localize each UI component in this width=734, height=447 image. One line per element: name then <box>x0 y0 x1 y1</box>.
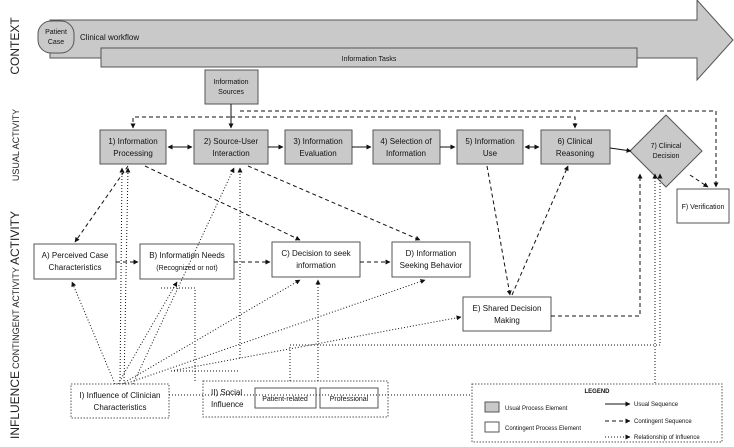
top-loop-to-verification <box>240 110 719 188</box>
clinical-workflow-arrow <box>49 0 734 82</box>
a-label-1: A) Perceived Case <box>42 251 109 260</box>
social-to-b-connector <box>160 287 196 381</box>
clinician-label-1: I) Influence of Clinician <box>80 391 161 400</box>
patient-case-label-2: Case <box>48 39 64 46</box>
information-tasks-bar <box>100 47 638 68</box>
verification-box <box>676 188 730 224</box>
step6-label-2: Reasoning <box>556 149 594 158</box>
step2-label-2: Interaction <box>212 149 249 158</box>
information-tasks-label: Information Tasks <box>342 56 397 63</box>
contingent-sequence-arrows <box>74 110 719 317</box>
a-label-2: Characteristics <box>49 263 102 272</box>
side-label-activity: ACTIVITY <box>8 211 22 265</box>
step7-clinical-decision-diamond <box>629 114 703 188</box>
step2-to-d <box>247 165 421 241</box>
information-sources-box <box>204 69 259 105</box>
professional-label: Professional <box>330 396 369 403</box>
clinician-to-step2 <box>132 167 235 385</box>
legend-contingent-sequence-label: Contingent Sequence <box>634 419 692 425</box>
information-sources-label-2: Sources <box>218 89 244 96</box>
legend-influence-label: Relationship of Influence <box>634 435 700 441</box>
verification-label: F) Verification <box>682 204 725 211</box>
patient-case-label-1: Patient <box>45 29 67 36</box>
legend-title: LEGEND <box>584 389 610 395</box>
clinician-to-c <box>121 279 301 385</box>
step5-to-e <box>486 165 512 296</box>
legend-usual-swatch <box>484 401 500 413</box>
usual-sequence-arrows <box>167 104 632 153</box>
social-to-decision <box>289 173 663 381</box>
side-label-context: CONTEXT <box>8 17 22 75</box>
e-to-decision <box>551 173 643 317</box>
clinician-to-e <box>170 315 462 372</box>
clinician-to-step1-a <box>119 167 125 385</box>
b-label-2: (Recognized or not) <box>156 265 217 272</box>
side-label-usual-activity: USUAL ACTIVITY <box>11 109 21 181</box>
social-label-2: Influence <box>211 400 244 409</box>
step7-label-2: Decision <box>653 153 680 160</box>
e-label-1: E) Shared Decision <box>473 304 542 313</box>
clinician-to-a <box>71 281 116 385</box>
step6-label-1: 6) Clinical <box>557 137 592 146</box>
b-label-1: B) Information Needs <box>149 251 225 260</box>
step1-label-2: Processing <box>113 149 153 158</box>
patient-case-box <box>37 20 75 54</box>
e-label-2: Making <box>494 316 520 325</box>
step5-information-use-box <box>456 129 524 165</box>
legend-box <box>471 383 723 443</box>
step4-selection-of-information-box <box>372 129 441 165</box>
legend-contingent-swatch <box>484 421 500 433</box>
patient-related-label: Patient-related <box>262 396 308 403</box>
c-label-2: information <box>296 261 336 270</box>
step3-label-1: 3) Information <box>293 137 342 146</box>
c-decision-to-seek-information-box <box>271 241 361 278</box>
d-label-2: Seeking Behavior <box>400 261 463 270</box>
step5-label-2: Use <box>483 149 498 158</box>
d-label-1: D) Information <box>406 249 457 258</box>
side-label-influence: INFLUENCE <box>8 371 22 439</box>
step6-clinical-reasoning-box <box>540 129 611 165</box>
step3-label-2: Evaluation <box>299 149 336 158</box>
clinical-workflow-label: Clinical workflow <box>80 33 139 42</box>
legend-usual-element-label: Usual Process Element <box>505 406 568 412</box>
decision-to-verification <box>689 174 709 188</box>
step2-label-1: 2) Source-User <box>204 137 259 146</box>
clinician-to-step1-b <box>123 167 131 385</box>
step2-source-user-interaction-box <box>193 129 269 165</box>
step1-to-c <box>144 165 301 241</box>
clinician-to-d <box>124 279 426 385</box>
step1-information-processing-box <box>99 129 167 165</box>
b-information-needs-box <box>139 243 235 280</box>
step7-label-1: 7) Clinical <box>651 143 682 150</box>
clinician-characteristics-box <box>70 383 170 419</box>
step4-label-2: Information <box>386 149 426 158</box>
e-shared-decision-making-box <box>462 296 552 332</box>
top-loop-to-step1 <box>130 111 232 129</box>
patient-related-box <box>254 387 317 409</box>
legend-usual-sequence-label: Usual Sequence <box>634 402 679 408</box>
clinician-label-2: Characteristics <box>94 403 147 412</box>
information-sources-label-1: Information <box>213 79 248 86</box>
step6-step7-arrow <box>609 147 632 153</box>
step3-information-evaluation-box <box>284 129 353 165</box>
step5-label-1: 5) Information <box>465 137 514 146</box>
professional-box <box>319 387 379 409</box>
top-loop-to-step6 <box>231 116 578 129</box>
social-label-1: II) Social <box>211 388 242 397</box>
step4-label-1: 4) Selection of <box>380 137 432 146</box>
c-label-1: C) Decision to seek <box>281 249 351 258</box>
d-information-seeking-behavior-box <box>391 241 471 278</box>
influence-arrows <box>71 167 663 396</box>
side-label-contingent-activity: CONTINGENT ACTIVITY <box>11 267 21 369</box>
a-perceived-case-characteristics-box <box>33 243 117 280</box>
step1-label-1: 1) Information <box>108 137 157 146</box>
step1-to-a <box>74 165 129 243</box>
e-to-step6 <box>511 165 569 296</box>
legend-contingent-element-label: Contingent Process Element <box>505 426 581 432</box>
